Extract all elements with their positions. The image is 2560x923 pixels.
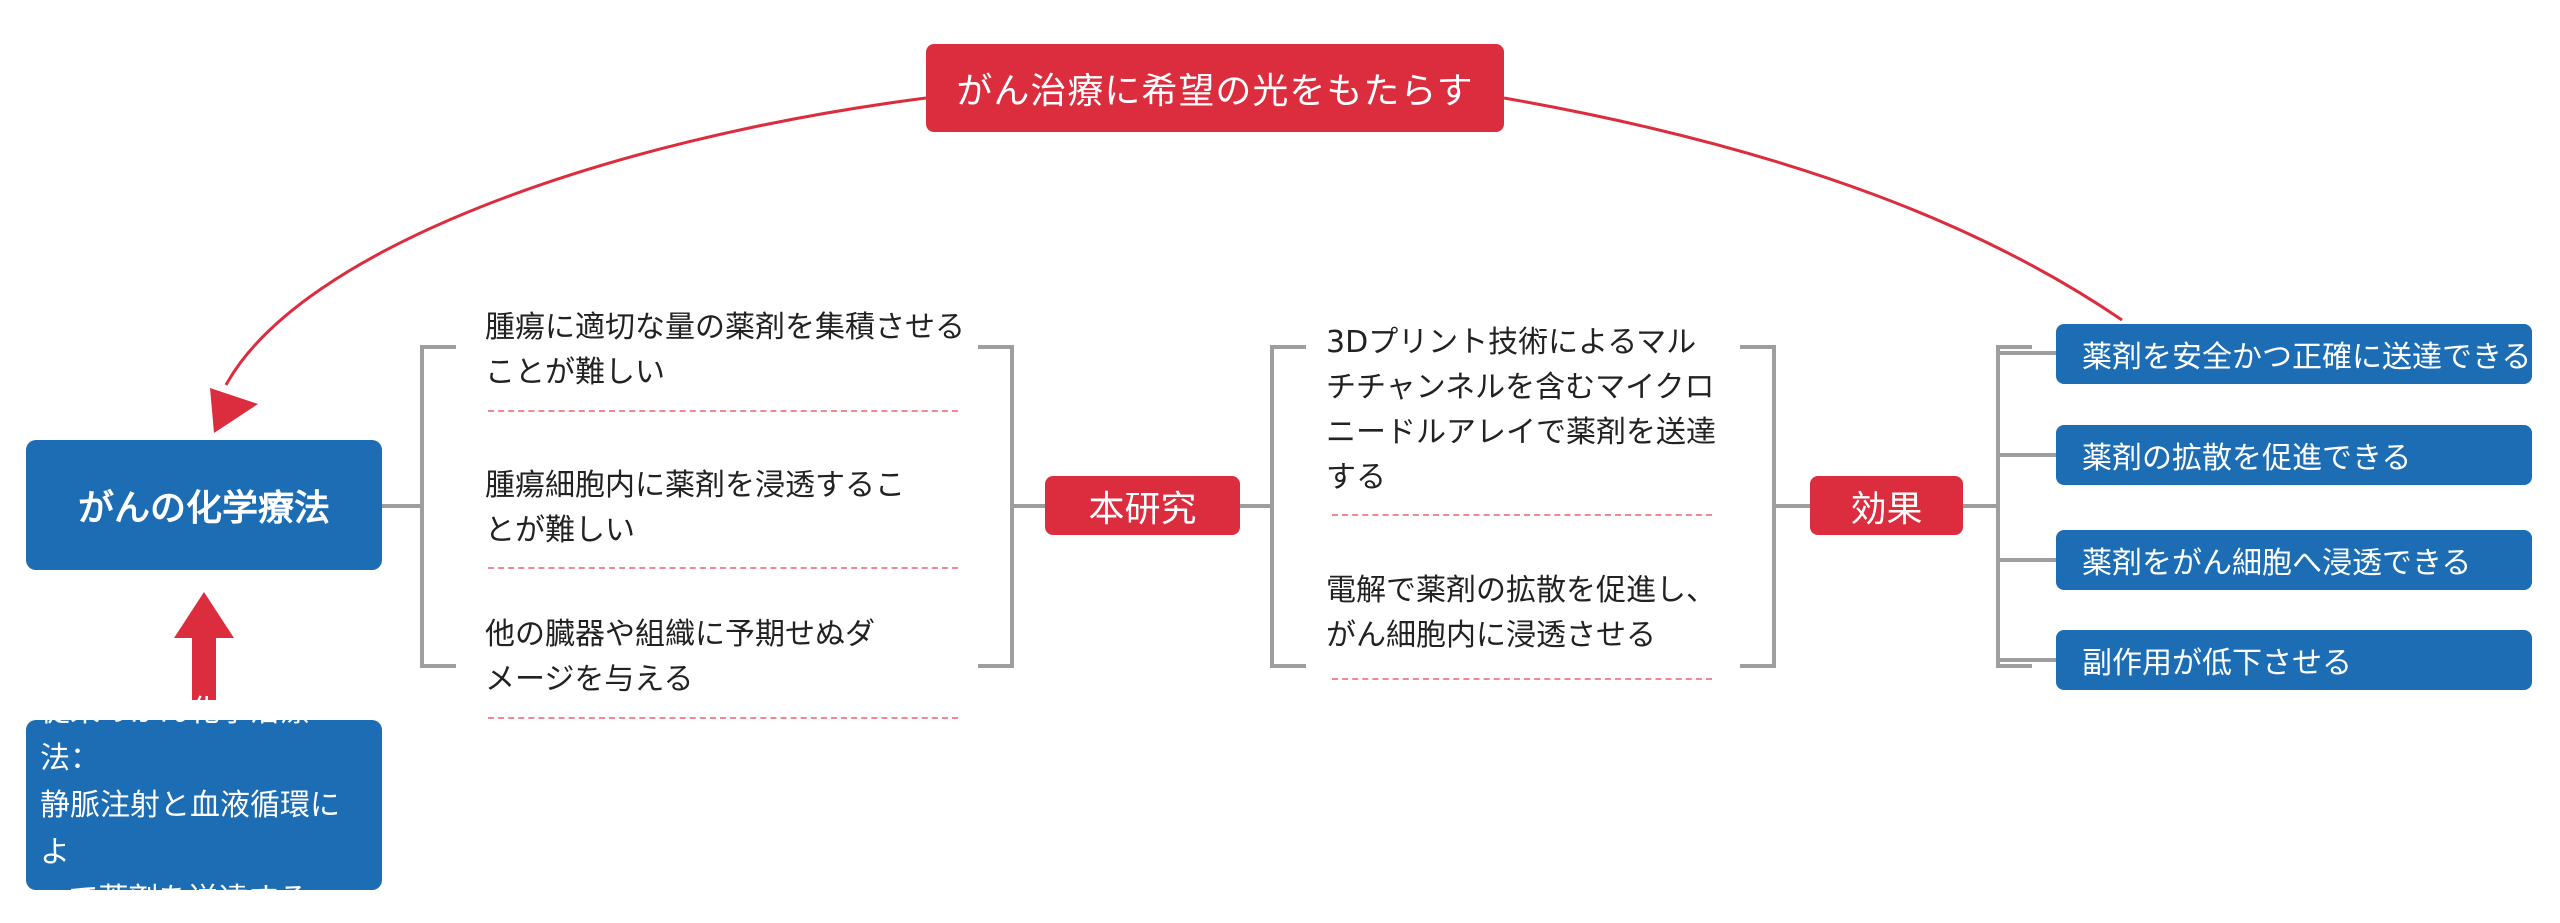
method-line: チチャンネルを含むマイクロ: [1326, 370, 1715, 405]
problem-divider: [488, 410, 958, 412]
problem-divider: [488, 717, 958, 719]
problem-item: 他の臓器や組織に予期せぬダ メージを与える: [485, 612, 875, 702]
method-line: 電解で薬剤の拡散を促進し、: [1326, 573, 1716, 608]
conventional-line: 静脈注射と血液循環によ: [40, 787, 340, 870]
method-line: ニードルアレイで薬剤を送達: [1326, 415, 1716, 450]
conventional-line: って薬剤を送達する: [40, 881, 309, 917]
method-item: 電解で薬剤の拡散を促進し、 がん細胞内に浸透させる: [1326, 568, 1716, 658]
problem-line: 腫瘍細胞内に薬剤を浸透するこ: [485, 468, 905, 503]
problem-line: ことが難しい: [485, 355, 665, 390]
problem-line: メージを与える: [485, 662, 694, 697]
up-arrow: [174, 592, 234, 700]
method-line: 3Dプリント技術によるマル: [1326, 325, 1697, 360]
method-divider: [1332, 678, 1712, 680]
problem-item: 腫瘍細胞内に薬剤を浸透するこ とが難しい: [485, 463, 905, 553]
method-line: がん細胞内に浸透させる: [1326, 618, 1656, 653]
goal-to-chemo-arrowhead: [210, 388, 258, 433]
effects-bracket: [1996, 345, 2032, 668]
effect-item: 薬剤を安全かつ正確に送達できる: [2056, 324, 2532, 384]
effect-item: 副作用が低下させる: [2056, 630, 2532, 690]
problem-divider: [488, 567, 958, 569]
methods-right-bracket: [1740, 345, 1776, 668]
conventional-line: 従来のがん化学治療法：: [40, 693, 310, 776]
goal-box: がん治療に希望の光をもたらす: [926, 44, 1504, 132]
problem-item: 腫瘍に適切な量の薬剤を集積させる ことが難しい: [485, 305, 965, 395]
problem-line: とが難しい: [485, 513, 635, 548]
problem-line: 腫瘍に適切な量の薬剤を集積させる: [485, 310, 965, 345]
conventional-method-box: 従来のがん化学治療法： 静脈注射と血液循環によ って薬剤を送達する: [26, 694, 382, 917]
effect-item: 薬剤の拡散を促進できる: [2056, 425, 2532, 485]
methods-left-bracket: [1270, 345, 1306, 668]
goal-to-effect-curve: [1503, 96, 2123, 322]
chemotherapy-box: がんの化学療法: [26, 440, 382, 570]
research-label: 本研究: [1045, 476, 1240, 535]
problem-line: 他の臓器や組織に予期せぬダ: [485, 617, 875, 652]
problems-right-bracket: [978, 345, 1014, 668]
goal-to-chemo-curve: [224, 96, 927, 386]
conventional-text: 従来のがん化学治療法： 静脈注射と血液循環によ って薬剤を送達する: [40, 688, 368, 923]
method-line: する: [1326, 460, 1386, 495]
method-divider: [1332, 514, 1712, 516]
effect-label: 効果: [1810, 476, 1963, 535]
effect-item: 薬剤をがん細胞へ浸透できる: [2056, 530, 2532, 590]
problems-left-bracket: [420, 345, 456, 668]
method-item: 3Dプリント技術によるマル チチャンネルを含むマイクロ ニードルアレイで薬剤を送…: [1326, 320, 1716, 500]
